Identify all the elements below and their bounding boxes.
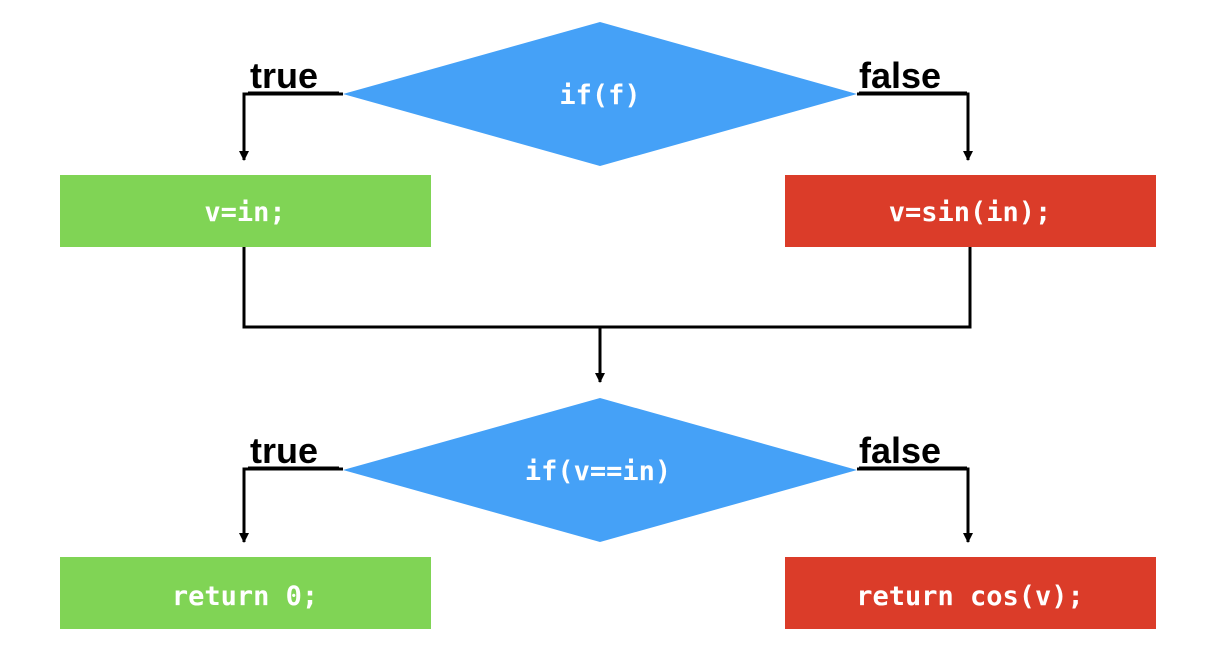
decision-if-f-label: if(f) bbox=[559, 80, 640, 111]
decision-if-v-eq-in-true-label: true bbox=[250, 430, 318, 471]
edge-decision2-false bbox=[857, 467, 973, 543]
block-return-0-label: return 0; bbox=[172, 581, 318, 612]
decision-if-v-eq-in-label: if(v==in) bbox=[525, 456, 671, 487]
decision-if-v-eq-in: if(v==in) bbox=[343, 398, 857, 542]
decision-if-f-false-label: false bbox=[859, 55, 941, 96]
edge-decision2-true bbox=[239, 467, 343, 543]
edge-block1-true-down bbox=[242, 247, 972, 329]
block-return-cos-v-label: return cos(v); bbox=[856, 581, 1084, 612]
edge-decision1-true bbox=[239, 92, 343, 161]
decision-if-f: if(f) bbox=[343, 22, 857, 166]
edge-decision1-false bbox=[857, 92, 973, 161]
block-v-sin-in: v=sin(in); bbox=[785, 175, 1156, 247]
block-v-in-label: v=in; bbox=[204, 197, 285, 228]
block-return-0: return 0; bbox=[60, 557, 431, 629]
block-v-in: v=in; bbox=[60, 175, 431, 247]
block-v-sin-in-label: v=sin(in); bbox=[889, 197, 1052, 228]
decision-if-v-eq-in-false-label: false bbox=[859, 430, 941, 471]
block-return-cos-v: return cos(v); bbox=[785, 557, 1156, 629]
decision-if-f-true-label: true bbox=[250, 55, 318, 96]
